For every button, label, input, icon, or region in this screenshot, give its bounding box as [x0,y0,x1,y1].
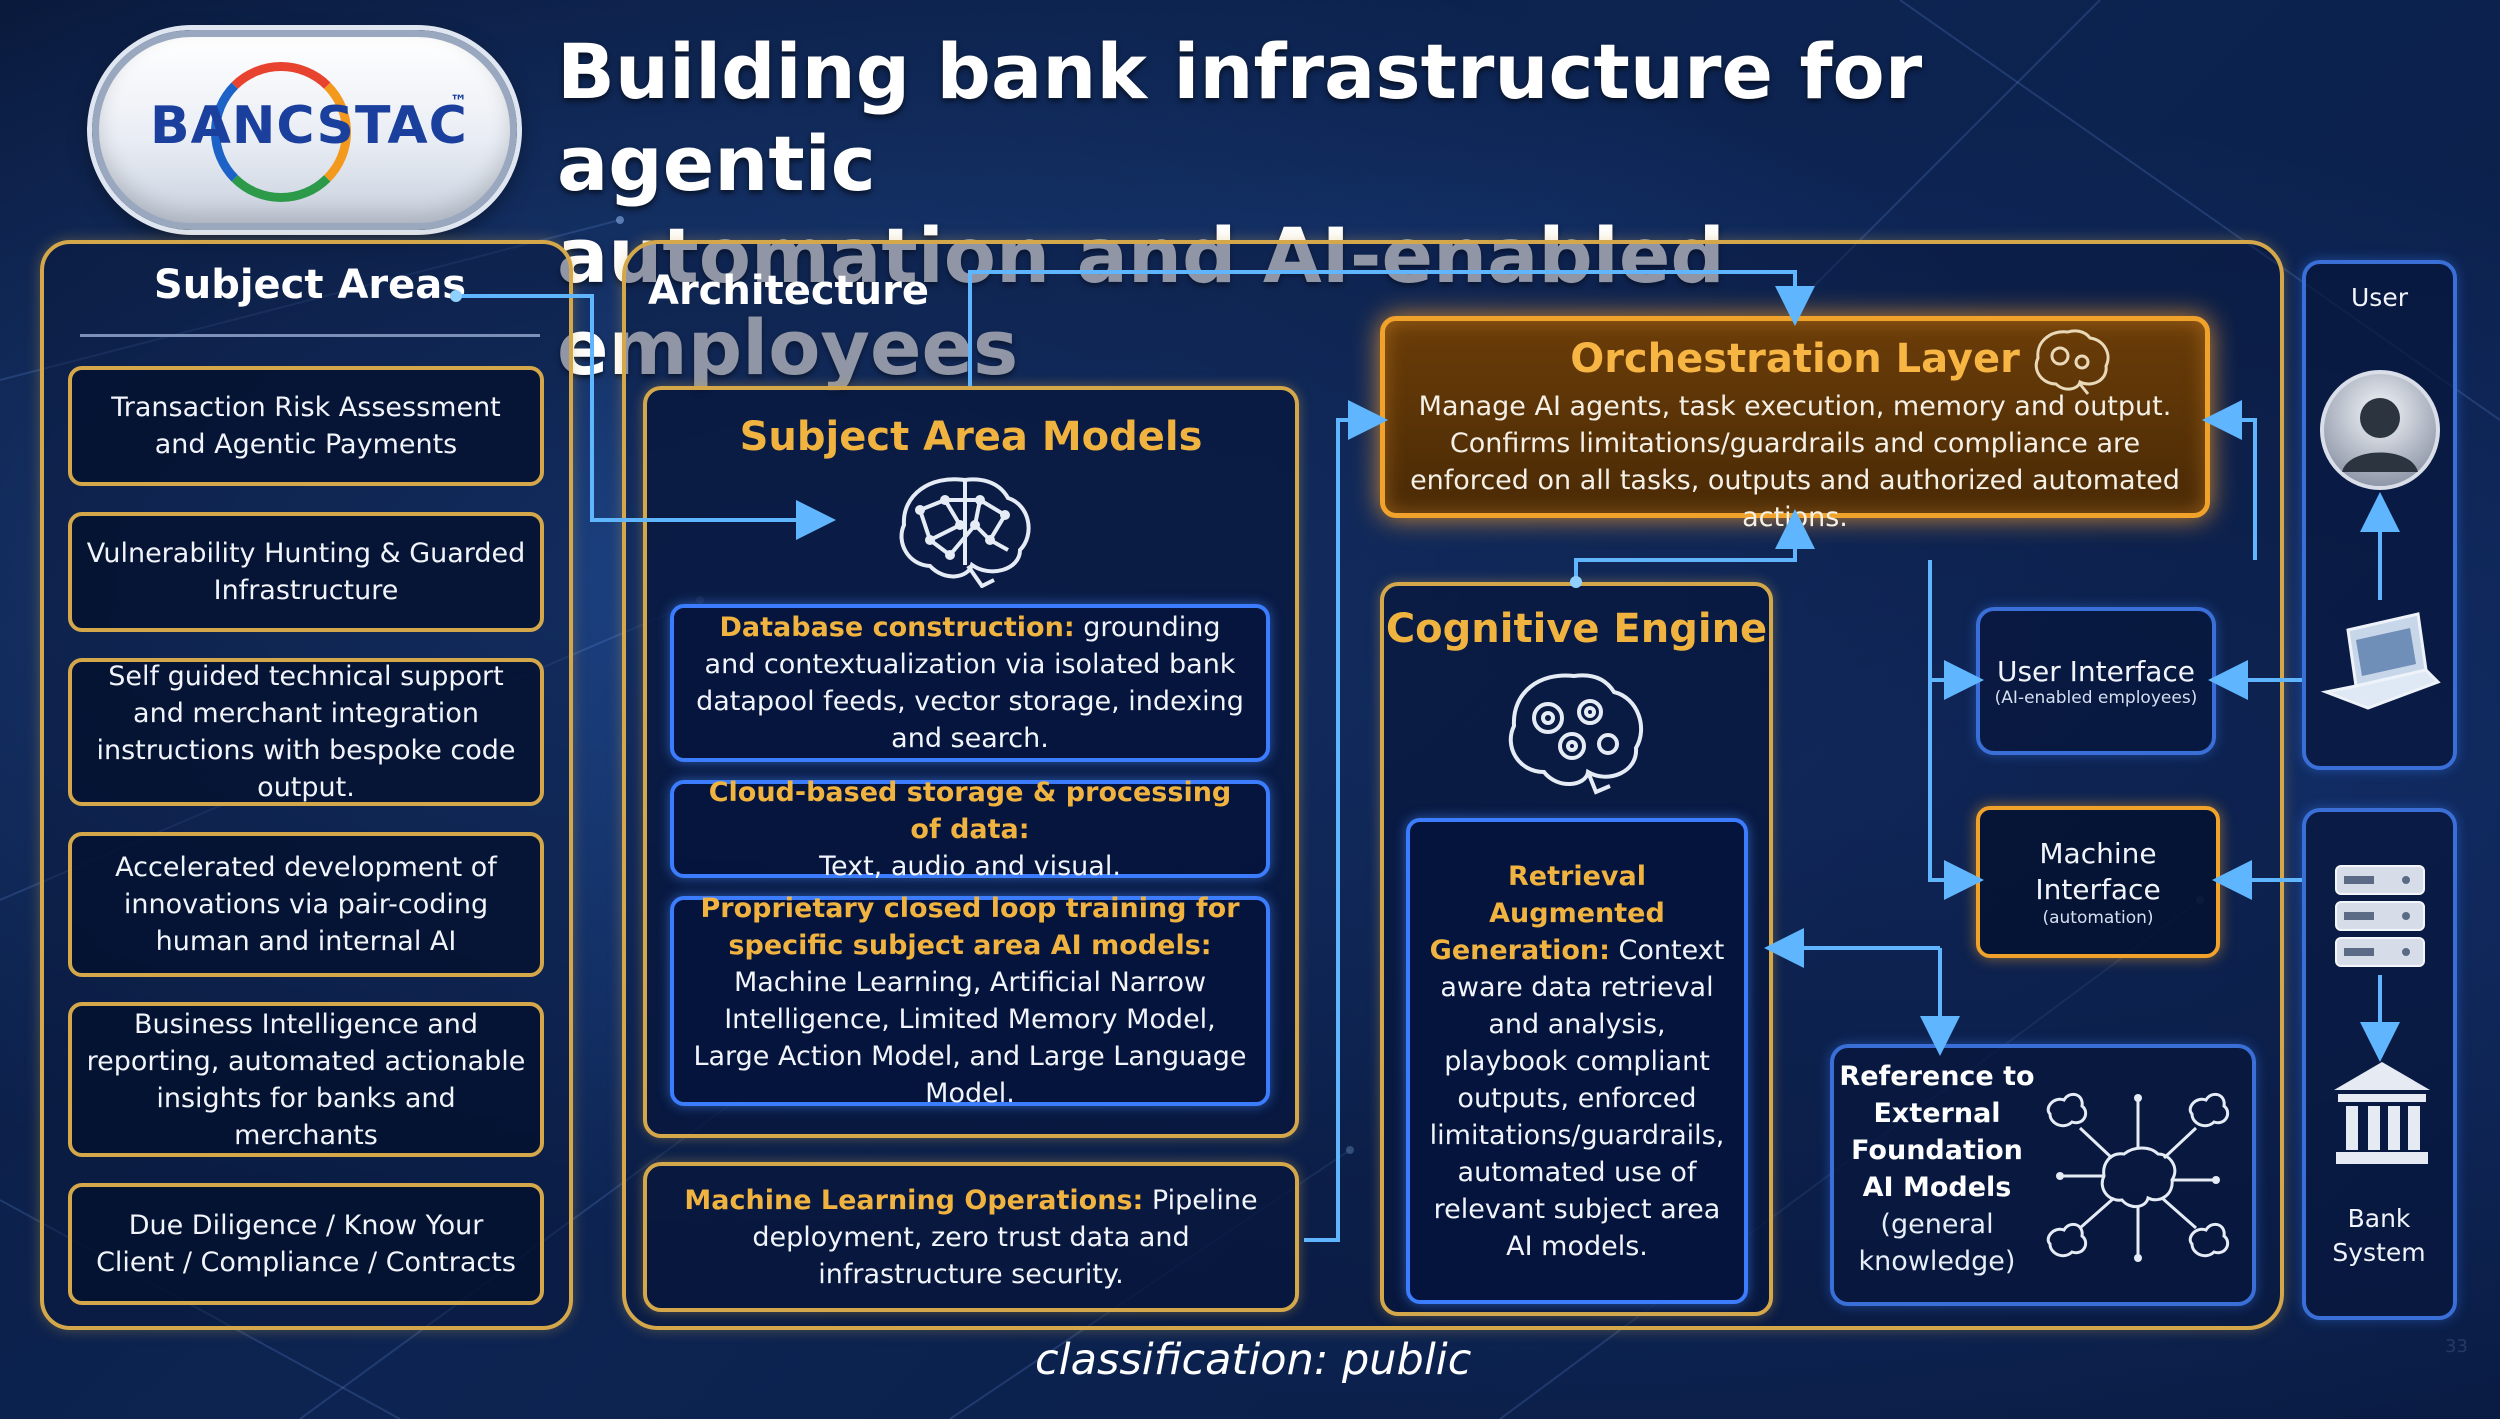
page-number: 33 [2445,1336,2468,1357]
classification-label: classification: public [1035,1335,1471,1385]
